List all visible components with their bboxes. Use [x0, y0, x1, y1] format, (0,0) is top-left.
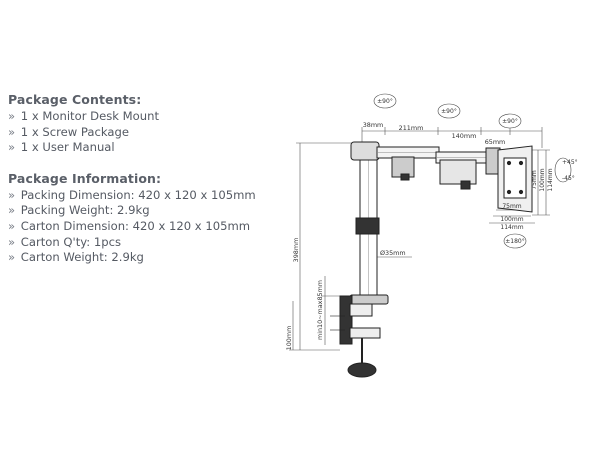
dim-vesa-75-label: 75mm: [502, 203, 521, 210]
bullet-icon: »: [8, 140, 16, 155]
specs-panel: Package Contents: » 1 x Monitor Desk Mou…: [8, 92, 308, 281]
package-contents-list: » 1 x Monitor Desk Mount » 1 x Screw Pac…: [8, 109, 308, 156]
dim-side-100-label: 100mm: [539, 168, 546, 191]
list-item: » Carton Weight: 2.9kg: [8, 250, 144, 265]
rotation-top-left-label: ±90°: [377, 98, 393, 105]
dim-398-label: 398mm: [292, 238, 300, 263]
list-item: » Packing Dimension: 420 x 120 x 105mm: [8, 187, 256, 202]
list-item: » 1 x Screw Package: [8, 124, 129, 139]
dim-vesa-100-label: 100mm: [500, 216, 523, 223]
rotation-top-middle-label: ±90°: [441, 108, 457, 115]
list-item: » 1 x Monitor Desk Mount: [8, 109, 159, 123]
dim-vesa-114-label: 114mm: [500, 224, 523, 231]
package-information-heading: Package Information:: [8, 170, 162, 186]
dim-clamp-label: min10~max85mm: [316, 280, 324, 340]
dim-side-114-label: 114mm: [547, 168, 554, 191]
bullet-icon: »: [8, 250, 16, 265]
tilt-up-label: +45°: [562, 159, 578, 166]
dim-100-base-label: 100mm: [285, 326, 293, 351]
bullet-icon: »: [8, 234, 16, 249]
rotation-indicators: [373, 93, 572, 249]
bullet-icon: »: [8, 187, 16, 202]
dim-side-75-label: 75mm: [531, 170, 538, 189]
dim-65-label: 65mm: [485, 138, 506, 146]
rotation-bottom-label: ±180°: [505, 238, 524, 245]
mount-structure: [330, 141, 533, 378]
tilt-down-label: -45°: [562, 175, 575, 182]
bullet-icon: »: [8, 203, 16, 218]
dimension-labels: ±90° ±90° ±90° ±180° +45° -45° 38mm 211m…: [285, 98, 578, 350]
dim-pole-diameter-label: Ø35mm: [380, 249, 406, 257]
dim-38-label: 38mm: [363, 121, 384, 129]
dim-211-label: 211mm: [399, 124, 424, 132]
list-item: » Carton Dimension: 420 x 120 x 105mm: [8, 218, 251, 233]
list-item: » Carton Q'ty: 1pcs: [8, 234, 122, 249]
list-item: » 1 x User Manual: [8, 140, 115, 155]
dim-140-label: 140mm: [452, 132, 477, 140]
rotation-top-right-label: ±90°: [502, 118, 518, 125]
package-information-list: » Packing Dimension: 420 x 120 x 105mm »…: [8, 188, 308, 266]
bullet-icon: »: [8, 218, 16, 233]
bullet-icon: »: [8, 109, 16, 123]
list-item: » Packing Weight: 2.9kg: [8, 203, 150, 218]
package-contents-heading: Package Contents:: [8, 92, 142, 107]
bullet-icon: »: [8, 124, 16, 139]
